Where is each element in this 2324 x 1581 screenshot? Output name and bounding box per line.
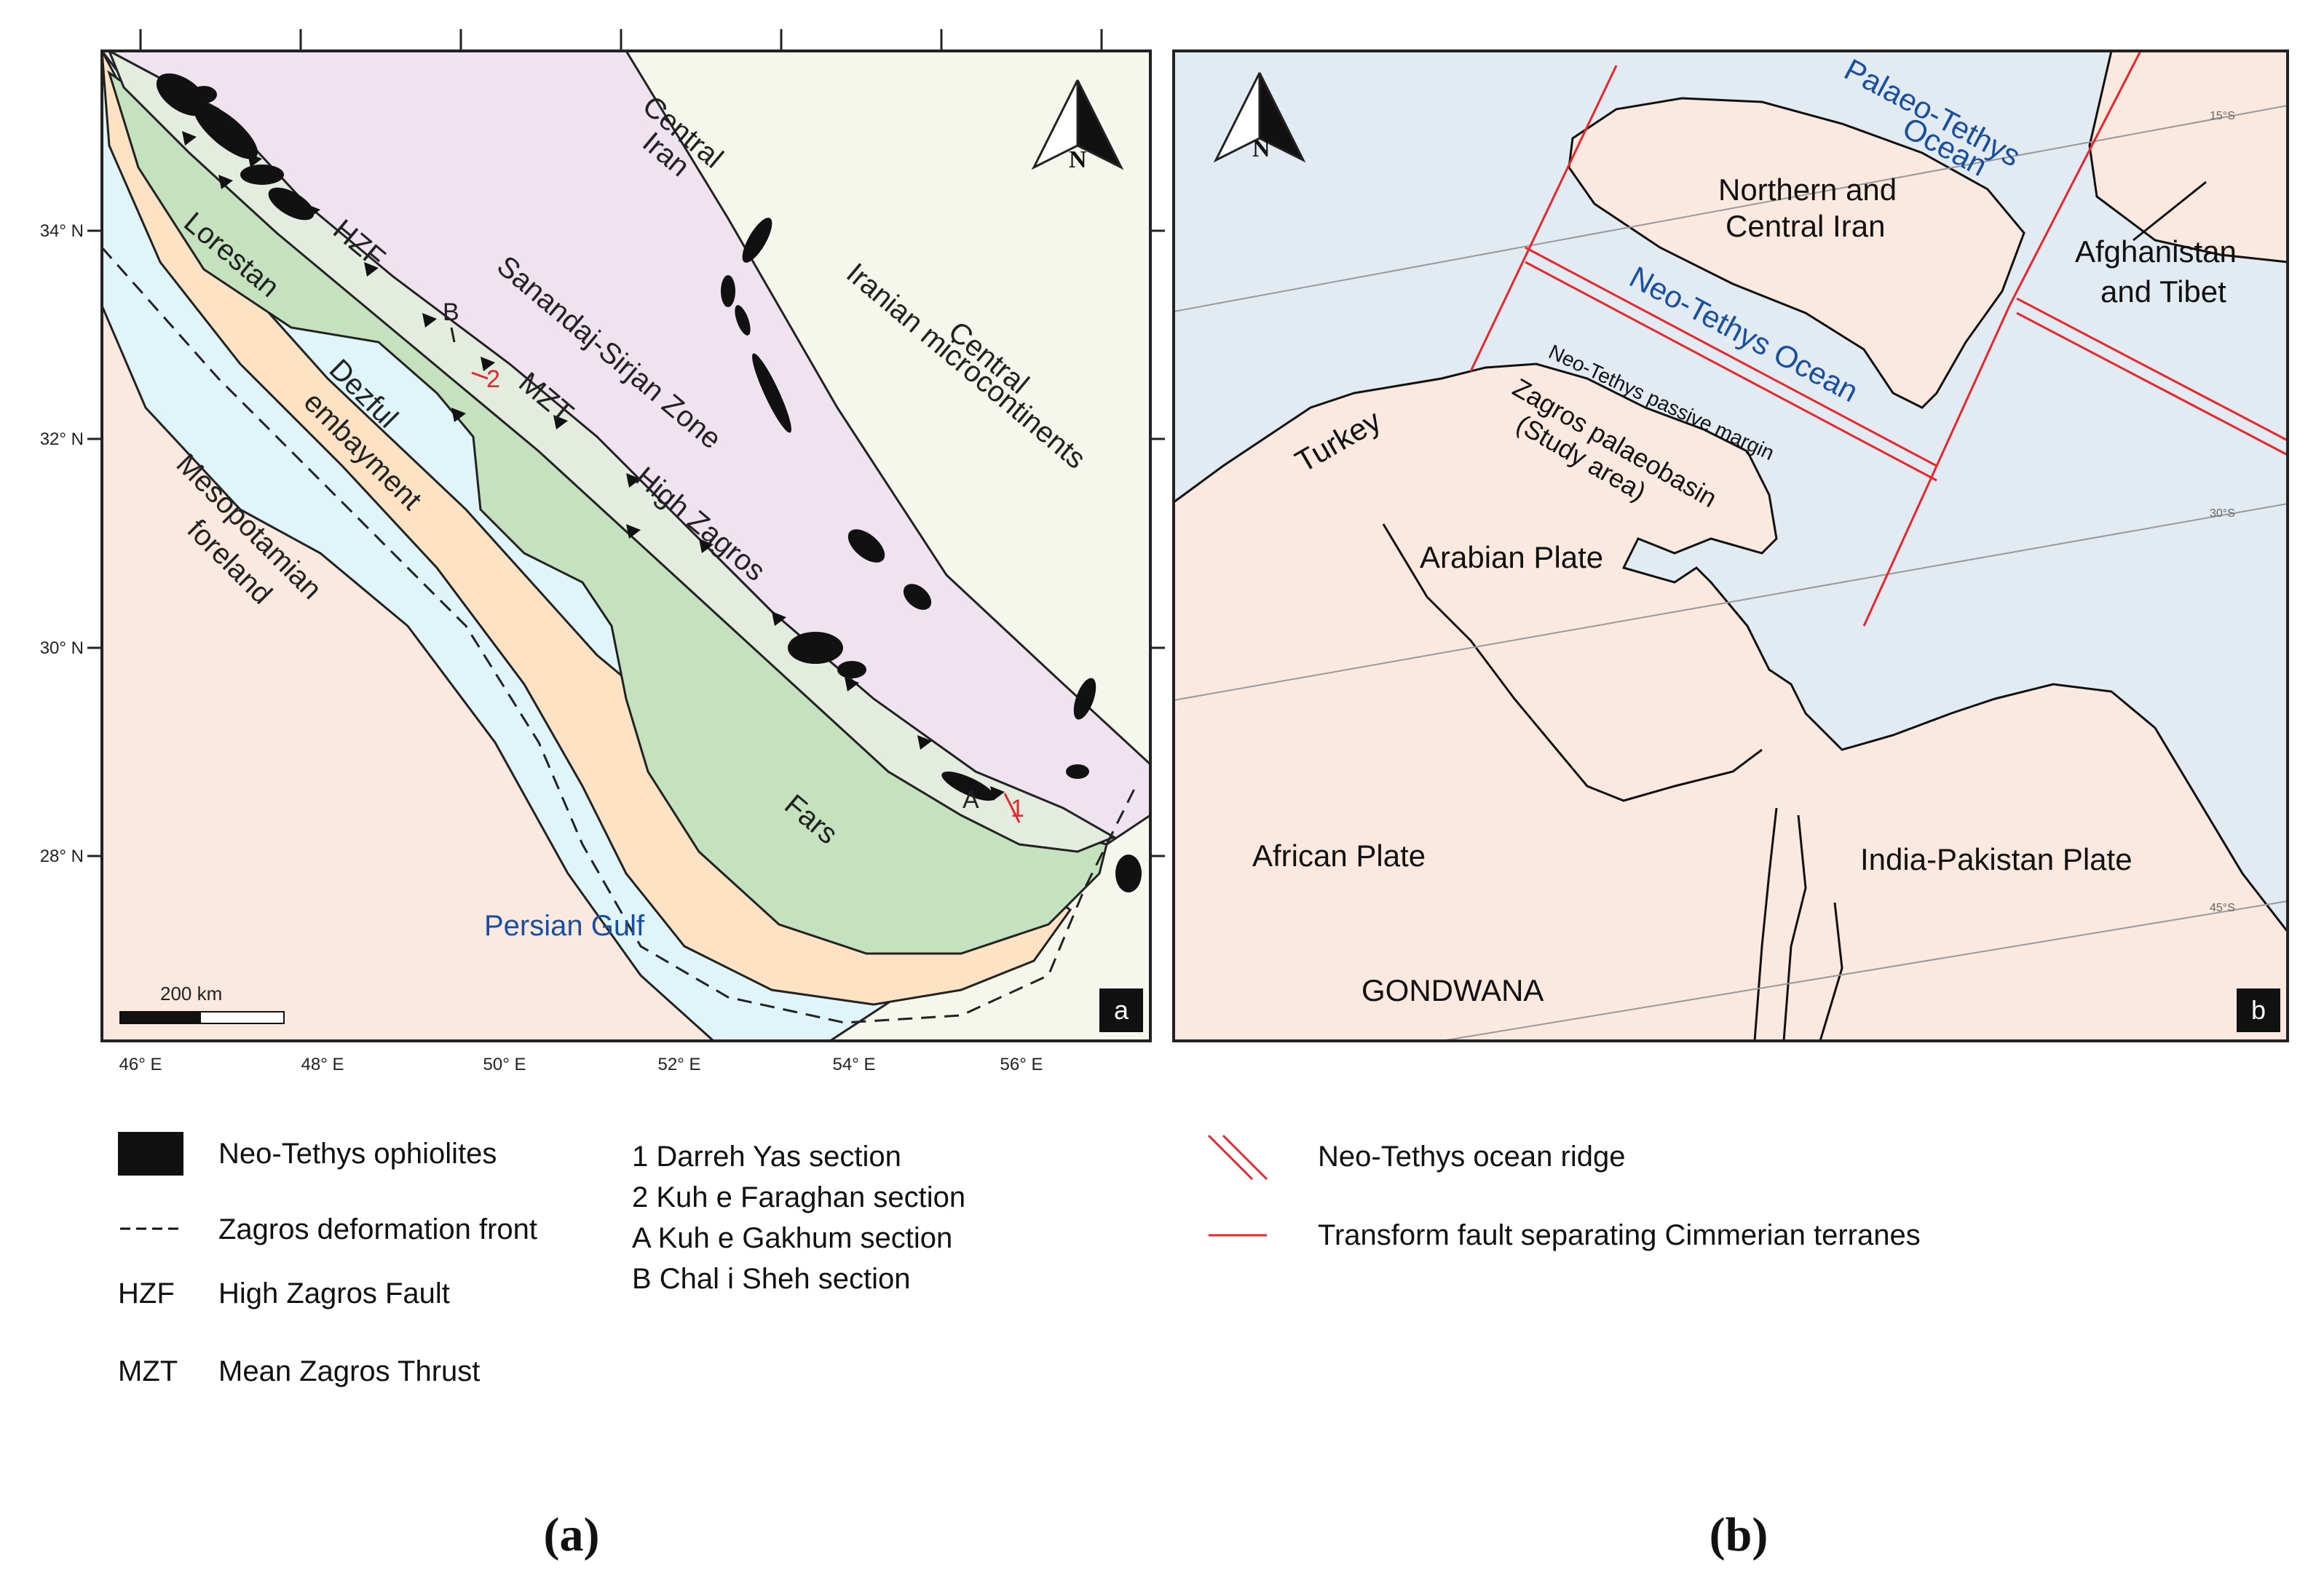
svg-text:30° N: 30° N	[40, 638, 84, 658]
svg-text:A: A	[963, 786, 979, 814]
arabian-coast-line	[1382, 523, 1763, 802]
india-coast-line	[1819, 902, 1843, 1041]
svg-text:N: N	[1069, 146, 1087, 173]
svg-text:56° E: 56° E	[1000, 1055, 1043, 1074]
svg-text:b: b	[2251, 995, 2266, 1025]
svg-text:Mean Zagros Thrust: Mean Zagros Thrust	[218, 1355, 480, 1387]
svg-text:45°S: 45°S	[2210, 902, 2235, 914]
label-northern-iran: Northern and	[1718, 173, 1897, 207]
label-african: African Plate	[1252, 839, 1426, 873]
svg-text:Neo-Tethys ophiolites: Neo-Tethys ophiolites	[218, 1138, 497, 1170]
svg-text:54° E: 54° E	[833, 1055, 876, 1074]
panel-b-map: 15°S 30°S 45°S Palaeo-Tethys Ocean	[1172, 49, 2289, 1042]
caption-b: (b)	[1710, 1508, 1768, 1561]
legend-a: Neo-Tethys ophiolites Zagros deformation…	[118, 1132, 965, 1387]
svg-text:1 Darreh Yas section: 1 Darreh Yas section	[632, 1141, 901, 1173]
panel-a-frame	[100, 49, 1152, 1042]
legend-ophiolite-swatch	[118, 1132, 183, 1176]
svg-text:N: N	[1252, 135, 1270, 162]
afghanistan-pointer	[2133, 181, 2207, 242]
paleo-latitude-labels: 15°S 30°S 45°S	[2210, 110, 2235, 914]
section-marker-2	[471, 371, 489, 380]
mesopotamian-foreland	[102, 51, 716, 1041]
label-northern-iran-2: Central Iran	[1726, 209, 1885, 243]
label-arabian: Arabian Plate	[1420, 540, 1603, 574]
ocean-ridges	[1525, 246, 2288, 482]
svg-text:15°S: 15°S	[2210, 110, 2235, 122]
label-gondwana: GONDWANA	[1361, 973, 1544, 1007]
svg-text:HZF: HZF	[118, 1277, 175, 1309]
caption-a: (a)	[544, 1508, 600, 1561]
panel-b-label: b	[2237, 988, 2280, 1032]
zagros-deformation-front	[102, 247, 1137, 1024]
svg-text:Transform fault separating Cim: Transform fault separating Cimmerian ter…	[1318, 1219, 1921, 1251]
svg-text:Zagros deformation front: Zagros deformation front	[218, 1213, 537, 1245]
scale-bar: 200 km	[119, 983, 285, 1024]
high-zagros-zone	[108, 51, 1117, 853]
red-sea-line	[1753, 807, 1778, 1041]
svg-text:30°S: 30°S	[2210, 507, 2235, 520]
svg-text:MZT: MZT	[118, 1355, 178, 1387]
legend-ridge-swatch-2	[1222, 1134, 1268, 1181]
inner-coast-line	[1782, 815, 1807, 1041]
label-persian-gulf: Persian Gulf	[484, 910, 645, 942]
legend-b: Neo-Tethys ocean ridge Transform fault s…	[1207, 1134, 1921, 1251]
panel-b-frame	[1172, 49, 2289, 1042]
legend-ridge-swatch-1	[1207, 1134, 1254, 1181]
label-afghanistan-2: and Tibet	[2100, 274, 2226, 309]
svg-text:46° E: 46° E	[119, 1055, 162, 1074]
central-iran-zone	[102, 51, 1150, 1041]
afghanistan-tibet-block	[2088, 51, 2288, 264]
panel-a-section-labels: B 2 A 1	[443, 298, 1024, 823]
svg-text:32° N: 32° N	[40, 429, 84, 449]
section-marker-1	[1003, 793, 1021, 823]
panel-a-label: a	[1099, 988, 1143, 1032]
label-afghanistan: Afghanistan	[2075, 234, 2237, 269]
north-arrow-b: N	[1213, 72, 1306, 163]
svg-text:B Chal i Sheh section: B Chal i Sheh section	[632, 1263, 910, 1295]
panel-a-ticks	[87, 29, 1165, 857]
ophiolite-bodies	[156, 73, 1142, 892]
svg-text:48° E: 48° E	[301, 1055, 344, 1074]
gondwana-land	[1174, 362, 2288, 1041]
svg-text:28° N: 28° N	[40, 847, 84, 866]
panel-a-lon-labels: 46° E 48° E 50° E 52° E 54° E 56° E	[119, 1055, 1043, 1074]
svg-text:34° N: 34° N	[40, 221, 84, 241]
svg-text:1: 1	[1011, 795, 1024, 823]
paleo-latitude-lines	[1174, 105, 2288, 1041]
svg-text:B: B	[443, 298, 459, 326]
svg-text:52° E: 52° E	[658, 1055, 701, 1074]
section-marker-b	[450, 327, 456, 343]
panel-a-map: 34° N 32° N 30° N 28° N 46° E 48° E 50° …	[40, 29, 1165, 1074]
svg-text:a: a	[1114, 995, 1129, 1025]
svg-text:2: 2	[486, 365, 500, 393]
svg-text:50° E: 50° E	[483, 1055, 526, 1074]
svg-text:2 Kuh e Faraghan section: 2 Kuh e Faraghan section	[632, 1181, 965, 1213]
svg-text:200 km: 200 km	[160, 983, 222, 1005]
svg-text:Neo-Tethys ocean ridge: Neo-Tethys ocean ridge	[1318, 1141, 1625, 1173]
svg-text:High Zagros Fault: High Zagros Fault	[218, 1277, 450, 1309]
svg-text:A Kuh e Gakhum section: A Kuh e Gakhum section	[632, 1222, 952, 1254]
thrust-teeth	[182, 131, 1005, 801]
label-india: India-Pakistan Plate	[1860, 842, 2133, 876]
panel-a-lat-labels: 34° N 32° N 30° N 28° N	[40, 221, 84, 866]
north-arrow-a: N	[1031, 79, 1124, 173]
